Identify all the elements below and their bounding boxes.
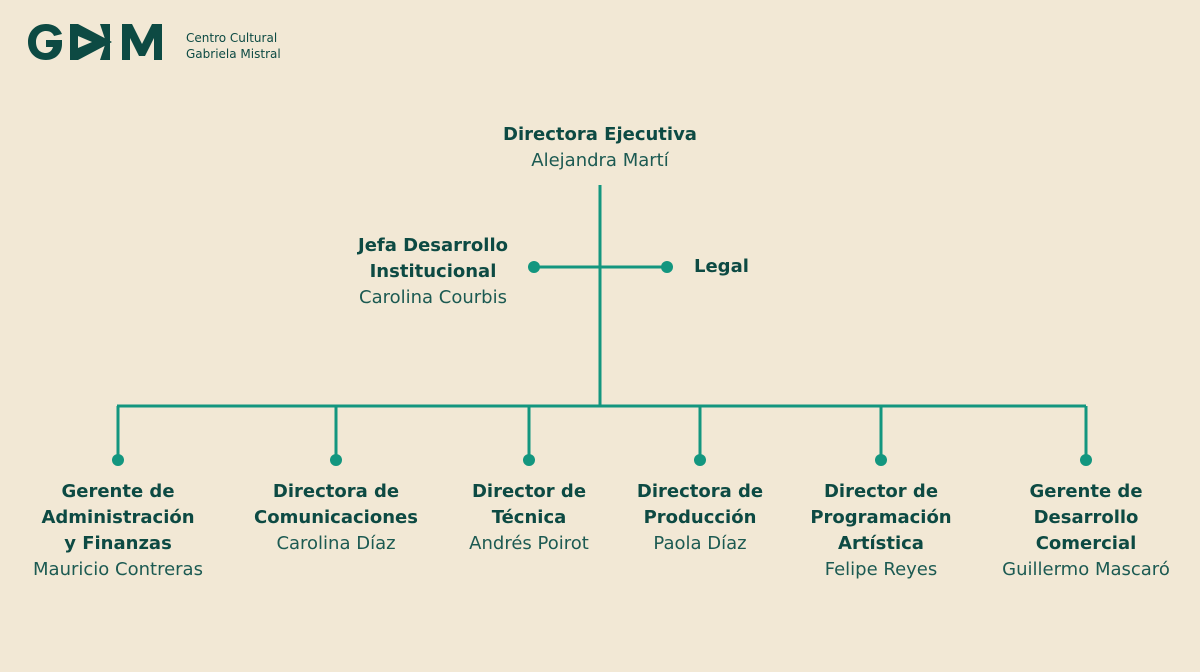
node-name: Carolina Díaz [276,533,396,554]
node-name: Alejandra Martí [531,150,669,171]
node-name: Paola Díaz [653,533,747,554]
logo-text-line1: Centro Cultural [186,31,278,45]
node-name: Mauricio Contreras [33,559,203,580]
node-department-5: Director de Programación Artística Felip… [791,479,971,583]
node-title: Gerente de Desarrollo Comercial [1029,481,1143,554]
gam-logo-mark [28,24,162,60]
department-dot-3 [523,454,535,466]
node-name: Felipe Reyes [824,559,938,580]
node-department-4: Directora de Producción Paola Díaz [610,479,790,557]
department-dot-4 [694,454,706,466]
node-department-3: Director de Técnica Andrés Poirot [439,479,619,557]
node-name: Andrés Poirot [469,533,589,554]
node-directora-ejecutiva: Directora Ejecutiva Alejandra Martí [450,122,750,174]
node-legal: Legal [694,254,814,280]
node-title: Directora Ejecutiva [503,124,697,145]
node-name: Carolina Courbis [359,287,507,308]
node-title: Directora de Producción [636,481,764,528]
node-title: Legal [694,256,749,277]
node-title: Director de Técnica [471,481,587,528]
node-title: Directora de Comunicaciones [254,481,418,528]
node-jefa-desarrollo-institucional: Jefa Desarrollo Institucional Carolina C… [323,233,543,311]
staff-dot-left [528,261,540,273]
department-dot-6 [1080,454,1092,466]
node-department-2: Directora de Comunicaciones Carolina Día… [236,479,436,557]
node-title: Gerente de Administración y Finanzas [41,481,195,554]
department-dot-2 [330,454,342,466]
department-dot-5 [875,454,887,466]
node-title: Director de Programación Artística [810,481,952,554]
staff-dot-right [661,261,673,273]
department-dot-1 [112,454,124,466]
node-department-6: Gerente de Desarrollo Comercial Guillerm… [981,479,1191,583]
node-name: Guillermo Mascaró [1002,559,1170,580]
gam-logo [26,22,178,66]
node-department-1: Gerente de Administración y Finanzas Mau… [18,479,218,583]
logo-text-line2: Gabriela Mistral [186,47,281,61]
node-title: Jefa Desarrollo Institucional [358,235,508,282]
